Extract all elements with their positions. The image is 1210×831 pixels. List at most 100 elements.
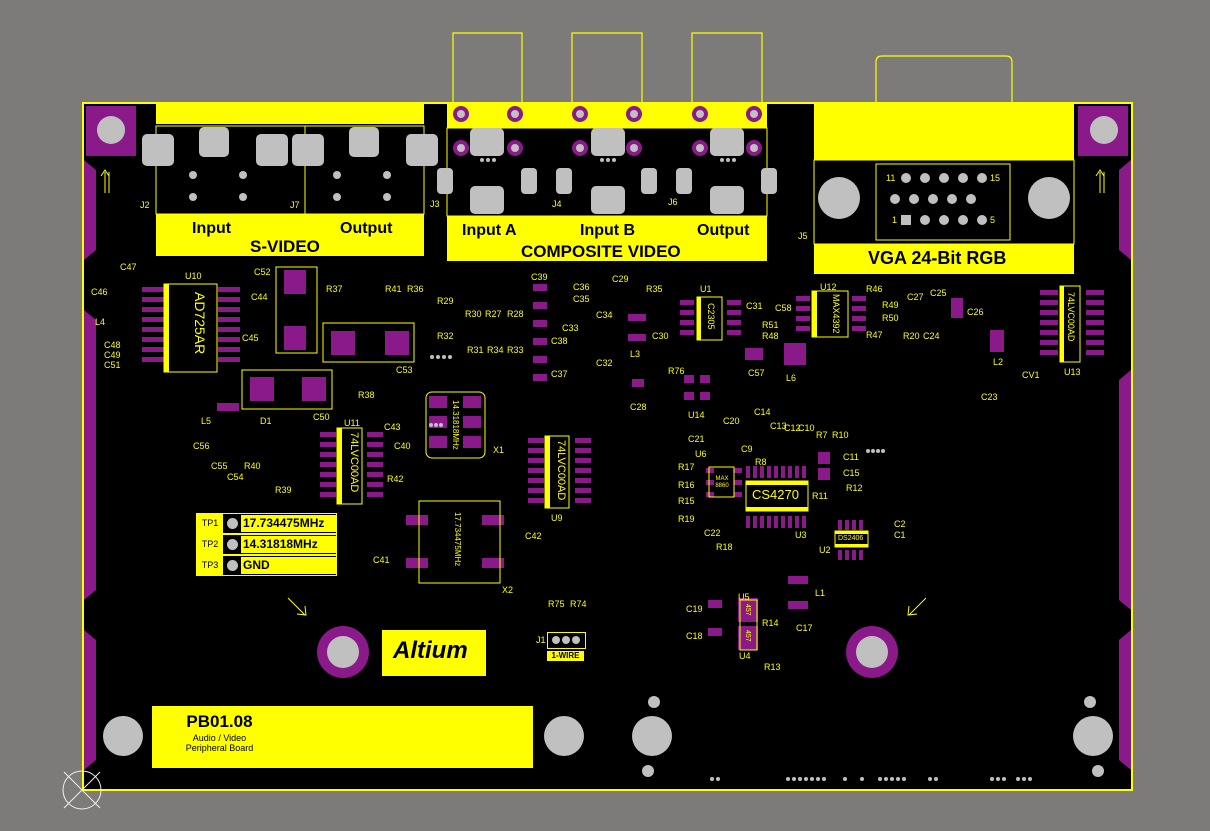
svideo-title: S-VIDEO bbox=[250, 237, 320, 256]
onewire-connector bbox=[547, 632, 586, 649]
connector-outlines bbox=[452, 32, 1013, 103]
designator: R35 bbox=[646, 284, 663, 294]
designator: C53 bbox=[396, 365, 413, 375]
vga-pin-11: 11 bbox=[886, 173, 896, 183]
designator: C9 bbox=[741, 444, 753, 454]
designator: C35 bbox=[573, 294, 590, 304]
designator: U11 bbox=[344, 418, 360, 428]
designator: C30 bbox=[652, 331, 669, 341]
designator: R46 bbox=[866, 284, 883, 294]
corner-mount-pads bbox=[86, 106, 1128, 156]
designator: C36 bbox=[573, 282, 590, 292]
diagonal-arrow-icon bbox=[287, 597, 927, 616]
designator: C58 bbox=[775, 303, 792, 313]
designator: C55 bbox=[211, 461, 228, 471]
designator: J1 bbox=[536, 635, 546, 645]
vga-pin-15: 15 bbox=[990, 173, 1001, 183]
vga-pin-5: 5 bbox=[990, 215, 996, 225]
designator: U4 bbox=[739, 651, 751, 661]
designator: J7 bbox=[290, 200, 300, 210]
chip-u1: C2305 bbox=[706, 303, 716, 330]
designator: C32 bbox=[596, 358, 613, 368]
designator: R50 bbox=[882, 313, 899, 323]
chip-u4: 457 bbox=[744, 630, 751, 642]
designator: C20 bbox=[723, 416, 740, 426]
designator: R7 bbox=[816, 430, 828, 440]
designator: C41 bbox=[373, 555, 390, 565]
designator: C47 bbox=[120, 262, 137, 272]
ic-fills bbox=[164, 284, 1064, 547]
chip-ad725: AD725AR bbox=[192, 292, 208, 355]
designator: U2 bbox=[819, 545, 831, 555]
designator: C2 bbox=[894, 519, 906, 529]
svideo-connector-block bbox=[142, 104, 438, 215]
designator: R39 bbox=[275, 485, 292, 495]
vga-pin-1: 1 bbox=[892, 215, 898, 225]
designator: R30 bbox=[465, 309, 482, 319]
designator: R75 bbox=[548, 599, 565, 609]
designator: R51 bbox=[762, 320, 779, 330]
designator: R38 bbox=[358, 390, 375, 400]
test-point-pad bbox=[227, 539, 238, 550]
board-id: PB01.08 bbox=[186, 712, 253, 731]
designator: C52 bbox=[254, 267, 271, 277]
designator: L4 bbox=[95, 317, 106, 327]
chip-u13: 74LVC00AD bbox=[1066, 292, 1076, 342]
designator: C11 bbox=[843, 452, 859, 462]
chip-ds2406: DS2406 bbox=[838, 535, 864, 542]
designator: L5 bbox=[201, 416, 212, 426]
designator: C34 bbox=[596, 310, 613, 320]
test-point-value: GND bbox=[241, 557, 336, 574]
designator: C44 bbox=[251, 292, 268, 302]
chip-u11: 74LVC00AD bbox=[348, 432, 360, 493]
designator: R34 bbox=[487, 345, 504, 355]
designator: U6 bbox=[695, 449, 707, 459]
designator: R29 bbox=[437, 296, 454, 306]
test-point-pad bbox=[227, 518, 238, 529]
designator: C38 bbox=[551, 336, 568, 346]
svideo-input-label: Input bbox=[192, 220, 232, 237]
chip-x2: 17.734475MHz bbox=[453, 512, 462, 567]
board-desc-line1: Audio / Video bbox=[192, 733, 247, 743]
designator: J2 bbox=[140, 200, 150, 210]
designator: X1 bbox=[493, 445, 505, 455]
arrow-up-icon bbox=[100, 169, 1105, 193]
board-id-label: PB01.08 Audio / Video Peripheral Board bbox=[152, 706, 287, 768]
designator: C24 bbox=[923, 331, 940, 341]
edge-plating bbox=[84, 160, 1131, 770]
designator: C19 bbox=[686, 604, 703, 614]
designator: R74 bbox=[570, 599, 587, 609]
designator: C28 bbox=[630, 402, 647, 412]
designator: U13 bbox=[1064, 367, 1081, 377]
designator: U10 bbox=[185, 271, 202, 281]
designator: C22 bbox=[704, 528, 721, 538]
designator: R13 bbox=[764, 662, 781, 672]
designator: J4 bbox=[552, 199, 562, 209]
composite-input-a-label: Input A bbox=[462, 222, 517, 239]
designator: C29 bbox=[612, 274, 629, 284]
designator: CV1 bbox=[1022, 370, 1040, 380]
designator: R37 bbox=[326, 284, 343, 294]
test-point-pad bbox=[227, 560, 238, 571]
designator: C18 bbox=[686, 631, 703, 641]
designator: R41 bbox=[385, 284, 402, 294]
vga-title: VGA 24-Bit RGB bbox=[868, 248, 1007, 268]
designator: R11 bbox=[812, 491, 828, 501]
composite-output-label: Output bbox=[697, 222, 750, 239]
component-pads bbox=[142, 270, 1104, 678]
designator: R10 bbox=[832, 430, 849, 440]
designator: C43 bbox=[384, 422, 401, 432]
test-point-row: TP2 14.31818MHz bbox=[196, 534, 337, 555]
designator: L3 bbox=[630, 349, 641, 359]
designator: C21 bbox=[688, 434, 705, 444]
designator: C50 bbox=[313, 412, 330, 422]
designator: R33 bbox=[507, 345, 524, 355]
designator: R36 bbox=[407, 284, 424, 294]
designator: C57 bbox=[748, 368, 765, 378]
designator: C37 bbox=[551, 369, 568, 379]
designator: R40 bbox=[244, 461, 261, 471]
designator: L2 bbox=[993, 357, 1004, 367]
designator: R31 bbox=[467, 345, 484, 355]
chip-cs4270: CS4270 bbox=[752, 487, 799, 502]
onewire-label: 1-WIRE bbox=[547, 651, 584, 661]
